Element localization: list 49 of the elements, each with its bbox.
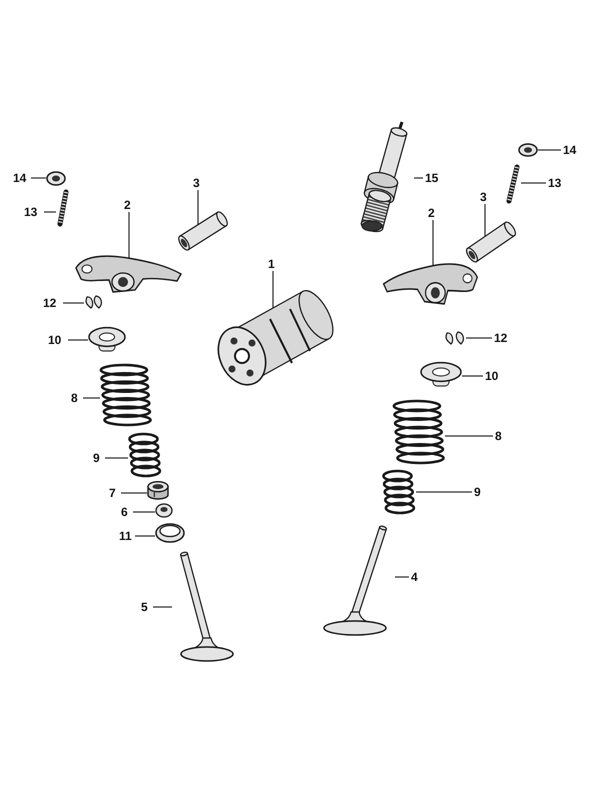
callout-number: 13 [22, 205, 40, 219]
callout-number: 11 [117, 529, 134, 543]
callout-number: 10 [483, 369, 500, 383]
leader-line [272, 270, 274, 310]
leader-line [394, 576, 410, 578]
valve-seal-drawing [155, 521, 185, 543]
callout-number: 5 [139, 600, 150, 614]
valve-cotter-drawing [84, 294, 104, 310]
valve-spring-drawing [382, 470, 416, 514]
leader-line [120, 492, 148, 494]
callout-number: 8 [69, 391, 80, 405]
callout-number: 2 [122, 198, 133, 212]
callout-number: 14 [561, 143, 578, 157]
callout-number: 7 [107, 486, 118, 500]
leader-line [432, 220, 434, 268]
adjusting-screw-drawing [56, 190, 70, 226]
leader-line [128, 212, 130, 260]
callout-number: 2 [426, 206, 437, 220]
callout-number: 12 [492, 331, 510, 345]
callout-number: 15 [423, 171, 440, 185]
spring-seat-drawing [147, 480, 169, 500]
leader-line [520, 182, 546, 184]
callout-number: 9 [472, 485, 483, 499]
callout-number: 12 [41, 296, 58, 310]
callout-number: 10 [46, 333, 64, 347]
callout-number: 14 [11, 171, 28, 185]
callout-number: 3 [478, 190, 489, 204]
spring-retainer-drawing [420, 360, 462, 388]
callout-number: 9 [91, 451, 102, 465]
leader-line [152, 606, 172, 608]
adjusting-screw-drawing [505, 165, 521, 203]
valve-spring-drawing [100, 364, 152, 426]
leader-line [62, 302, 84, 304]
callout-number: 3 [191, 176, 202, 190]
valve-spring-drawing [393, 400, 445, 464]
rocker-shaft-drawing [175, 210, 231, 252]
nut-drawing [518, 143, 538, 157]
callout-number: 4 [409, 570, 420, 584]
washer-drawing [155, 503, 173, 518]
spring-retainer-drawing [88, 325, 126, 353]
leader-line [484, 204, 486, 238]
valve-spring-drawing [128, 433, 162, 477]
nut-drawing [46, 171, 66, 186]
callout-number: 1 [266, 257, 277, 271]
callout-number: 13 [546, 176, 564, 190]
valve-cotter-drawing [444, 330, 466, 346]
callout-number: 6 [119, 505, 130, 519]
rocker-shaft-drawing [463, 220, 519, 264]
callout-number: 8 [493, 429, 504, 443]
